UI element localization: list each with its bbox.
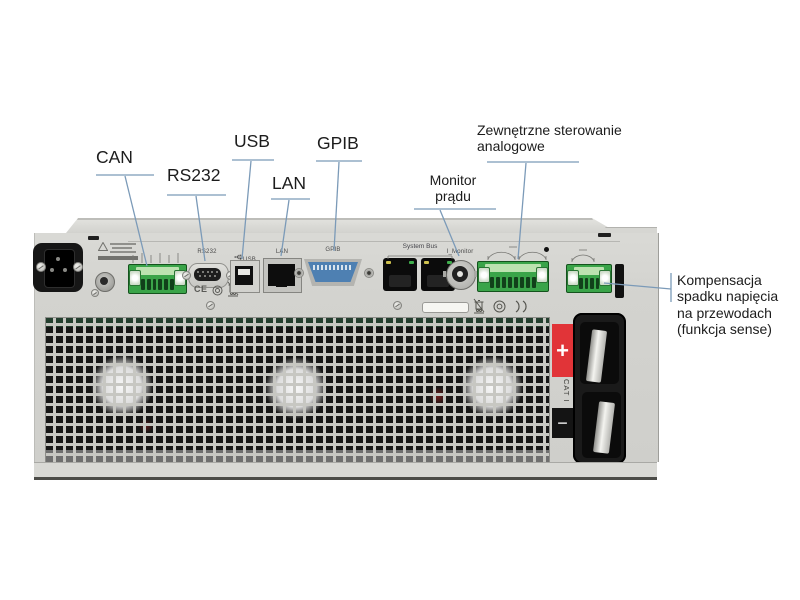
lan-port-tab xyxy=(276,283,287,287)
system-bus-silk-label: System Bus xyxy=(402,243,438,250)
rs232-silk-label: RS232 xyxy=(197,249,217,255)
callout-can: CAN xyxy=(96,147,133,167)
ac-screw-left xyxy=(36,262,46,272)
weee-bin-icon xyxy=(473,298,485,314)
callout-gpib: GPIB xyxy=(317,133,359,153)
can-terminal xyxy=(128,264,187,294)
gpib-screw-hole-left xyxy=(294,268,304,278)
chassis-bottom-edge xyxy=(34,477,657,480)
callout-sense-line3: na przewodach xyxy=(677,304,772,321)
fan-grille xyxy=(45,317,550,464)
cert-circle-icon xyxy=(212,285,223,296)
callout-analog-line2: analogowe xyxy=(477,138,545,155)
ac-pin-line xyxy=(50,268,54,272)
chassis-top-lid-edge xyxy=(77,218,593,220)
rs232-screw-left xyxy=(182,271,191,280)
panel-hole xyxy=(544,247,549,252)
ac-pin-ground xyxy=(56,257,60,261)
ac-inlet-recess xyxy=(44,249,75,288)
panel-inset-line xyxy=(128,241,620,242)
ce-mark: CE xyxy=(194,284,208,294)
gpib-screw-hole-right xyxy=(364,268,374,278)
callout-rs232: RS232 xyxy=(167,165,221,185)
gpib-pins xyxy=(313,265,353,270)
fuse-jack-center xyxy=(100,277,108,285)
vent-slot xyxy=(615,264,624,298)
callout-current-monitor-line1: Monitor xyxy=(429,172,477,188)
system-bus-port-in xyxy=(383,258,417,291)
sense-terminal xyxy=(566,264,612,293)
callout-current-monitor-line2: prądu xyxy=(435,188,471,205)
callout-sense: Kompensacja spadku napięcia na przewodac… xyxy=(677,272,778,337)
callout-current-monitor: Monitor prądu xyxy=(408,172,498,205)
gpib-silk-label: GPIB xyxy=(325,247,341,253)
output-minus-label: − xyxy=(552,408,573,438)
analog-control-terminal xyxy=(477,261,549,292)
ratings-label xyxy=(98,241,139,263)
minus-sign: − xyxy=(557,412,568,433)
plus-sign: + xyxy=(556,337,569,363)
ac-screw-right xyxy=(73,262,83,272)
callout-analog-control: Zewnętrzne sterowanie analogowe xyxy=(477,122,622,155)
output-plus-label: + xyxy=(552,324,573,377)
chassis-bottom-strip xyxy=(34,462,657,478)
cert-arcs-icon xyxy=(515,300,527,313)
lan-port-inner xyxy=(268,264,295,286)
lan-silk-label: LAN xyxy=(275,249,289,255)
panel-screw-2 xyxy=(206,301,215,310)
callout-lan: LAN xyxy=(272,173,307,193)
chassis-top-lid xyxy=(66,218,618,233)
panel-screw-1 xyxy=(91,289,99,297)
current-monitor-silk-label: I_Monitor xyxy=(446,249,474,255)
rs232-pin-field xyxy=(194,268,221,281)
bnc-lug-right xyxy=(474,271,477,277)
cert-circle-icon xyxy=(493,300,506,313)
callout-sense-line2: spadku napięcia xyxy=(677,288,779,305)
panel-screw-3 xyxy=(393,301,402,310)
serial-label xyxy=(422,302,469,313)
panel-slot-mark-right xyxy=(598,233,611,237)
bnc-lug-left xyxy=(443,271,446,277)
usb-trident-icon xyxy=(234,254,243,260)
panel-slot-mark-left xyxy=(88,236,99,240)
callout-sense-line1: Kompensacja xyxy=(677,272,762,288)
measurement-category-label: CAT I xyxy=(562,379,571,403)
callout-sense-line4: (funkcja sense) xyxy=(677,320,772,337)
callout-usb: USB xyxy=(234,131,270,151)
ac-pin-neutral xyxy=(63,268,67,272)
chassis-top-right-edge xyxy=(598,227,657,234)
usb-port-tongue xyxy=(238,269,250,275)
callout-analog-line1: Zewnętrzne sterowanie xyxy=(477,122,622,138)
rs232-pins xyxy=(197,271,218,278)
bnc-center-pin xyxy=(457,271,463,277)
warning-triangle-icon xyxy=(98,242,108,251)
